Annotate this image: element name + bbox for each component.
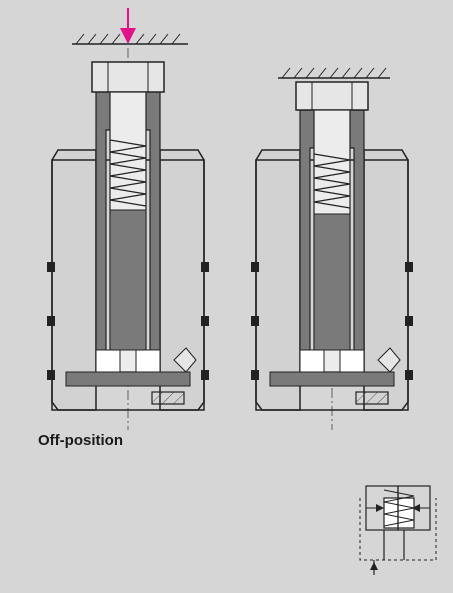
valve-left bbox=[47, 8, 209, 430]
o-ring-grooves bbox=[251, 262, 413, 380]
ground-hatch-icon bbox=[278, 67, 390, 79]
housing-left-wall bbox=[51, 149, 97, 411]
valve-right bbox=[251, 67, 413, 430]
housing-right-wall bbox=[159, 149, 205, 411]
housing-right-wall bbox=[363, 149, 409, 411]
spring bbox=[109, 139, 147, 207]
adjusting-nut bbox=[295, 81, 369, 111]
ground-hatch-icon bbox=[72, 33, 188, 45]
housing-left-wall bbox=[255, 149, 301, 411]
spool bbox=[109, 209, 147, 351]
caption-label: Off-position bbox=[38, 432, 123, 449]
spool bbox=[313, 213, 351, 351]
o-ring-grooves bbox=[47, 262, 209, 380]
force-arrow-icon bbox=[120, 8, 136, 44]
valve-symbol-icon bbox=[359, 485, 437, 575]
adjusting-nut bbox=[91, 61, 165, 93]
spring bbox=[313, 153, 351, 209]
